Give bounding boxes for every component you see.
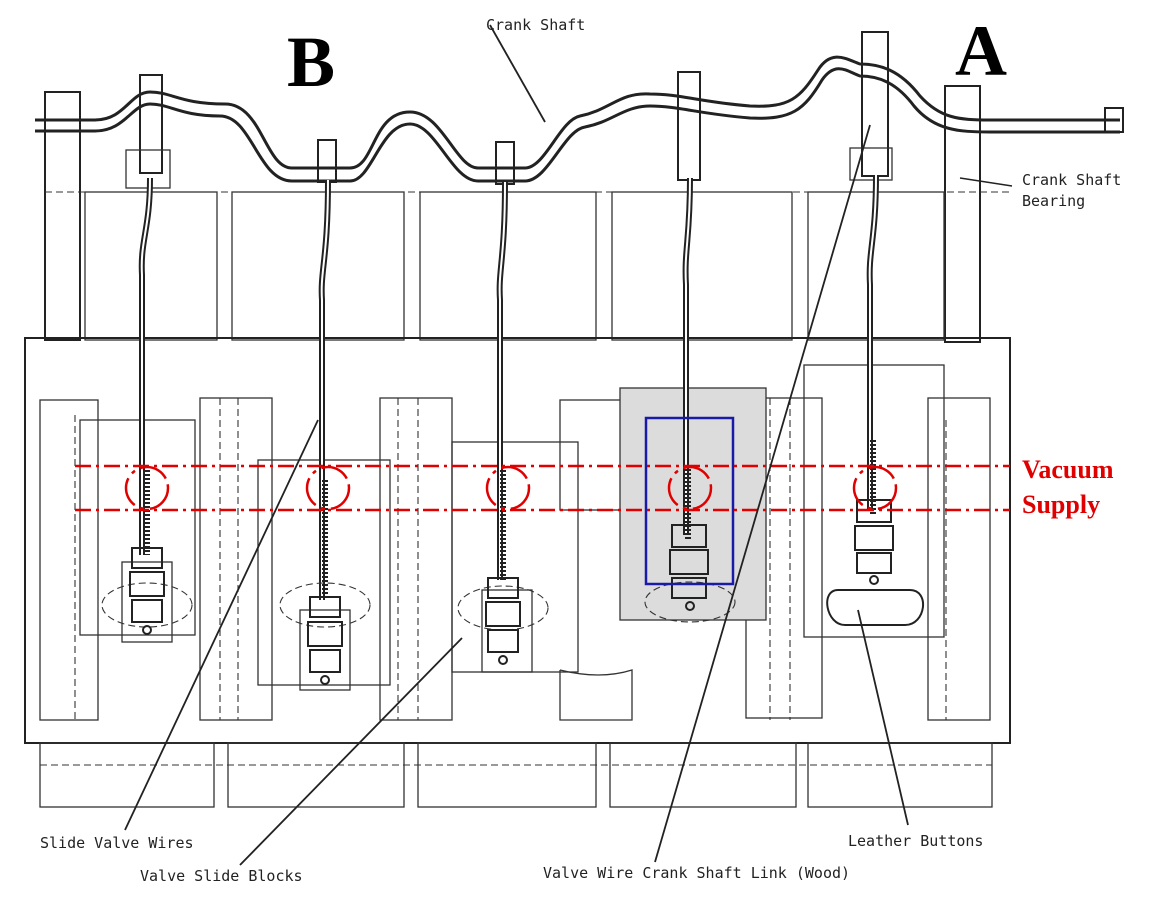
label-slide-valve-wires: Slide Valve Wires <box>40 834 194 852</box>
label-valve-slide-blocks: Valve Slide Blocks <box>140 867 303 885</box>
valve-slide-block-2 <box>279 582 371 691</box>
vacuum-supply-lines <box>75 464 1010 512</box>
label-corner-a: A <box>955 11 1007 91</box>
label-crank-shaft-bearing-line2: Bearing <box>1022 192 1085 210</box>
valve-slide-block-1 <box>101 547 193 643</box>
threaded-ends <box>144 440 876 600</box>
crank-shaft <box>35 55 1124 183</box>
label-valve-wire-link: Valve Wire Crank Shaft Link (Wood) <box>543 864 850 882</box>
highlight-box <box>644 416 735 586</box>
upper-bearing-frame <box>44 85 1010 343</box>
label-vacuum-line2: Supply <box>1022 490 1100 519</box>
valve-chest <box>24 337 1011 744</box>
label-crank-shaft: Crank Shaft <box>486 16 585 34</box>
label-crank-shaft-bearing-line1: Crank Shaft <box>1022 171 1121 189</box>
slide-valve-wires <box>138 174 879 600</box>
label-corner-b: B <box>287 22 335 102</box>
valve-slide-block-4 <box>644 524 736 623</box>
valve-slide-block-3 <box>457 577 549 673</box>
label-vacuum-line1: Vacuum <box>1022 455 1114 484</box>
valve-slide-block-5 <box>826 499 925 626</box>
label-leather-buttons: Leather Buttons <box>848 832 983 850</box>
leader-lines <box>124 24 1013 866</box>
base-blocks <box>39 742 993 808</box>
